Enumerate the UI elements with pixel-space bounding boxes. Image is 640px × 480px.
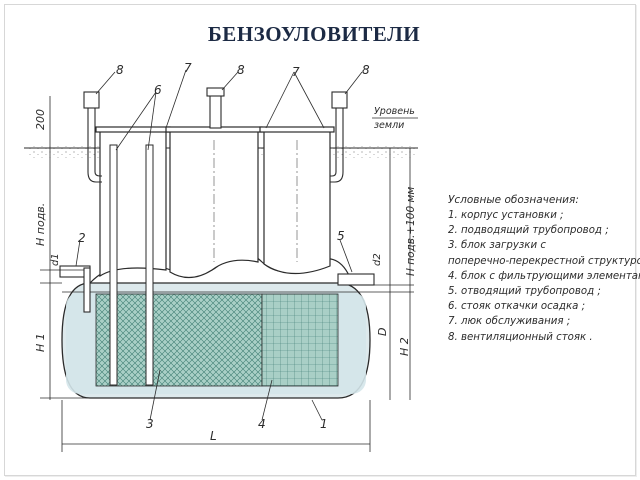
dim-h2: Н 2 [398, 337, 411, 356]
filter-block-3-hatch [95, 293, 263, 387]
callout-1: 1 [320, 417, 328, 431]
leader-lines [75, 69, 418, 421]
dim-h1: Н 1 [34, 333, 47, 352]
callout-3: 3 [146, 417, 154, 431]
legend-item: 5. отводящий трубопровод ; [448, 286, 601, 298]
legend-item: 3. блок загрузки с [448, 240, 546, 252]
ground-label-line2: земли [374, 120, 404, 131]
callout-8a: 8 [116, 63, 124, 77]
callout-7b: 7 [292, 65, 300, 79]
dim-h-pod-100: Н подв.+100 мм [405, 187, 417, 276]
callout-5: 5 [337, 229, 345, 243]
outlet-pipe [337, 273, 375, 286]
callout-6: 6 [154, 83, 162, 97]
slide-frame [4, 4, 636, 476]
legend-item: 2. подводящий трубопровод ; [448, 225, 609, 237]
legend-item: 8. вентиляционный стояк . [448, 331, 593, 343]
legend-item: 4. блок с фильтрующими элементами ; [448, 270, 640, 282]
callout-8b: 8 [237, 63, 245, 77]
callout-8c: 8 [362, 63, 370, 77]
callout-2: 2 [78, 231, 86, 245]
dim-D: D [376, 328, 389, 336]
ground-label-line1: Уровень [374, 106, 415, 117]
ventilation-stacks [83, 87, 348, 183]
dim-h-pod: Н подв. [34, 203, 47, 246]
legend-item: 7. люк обслуживания ; [448, 316, 571, 328]
dim-d1: d1 [50, 253, 61, 266]
dimension-lines [40, 96, 414, 452]
service-hatches [95, 126, 335, 279]
dim-200: 200 [34, 109, 47, 130]
slide-title: БЕНЗОУЛОВИТЕЛИ [207, 22, 421, 46]
legend-list: 1. корпус установки ; 2. подводящий труб… [448, 208, 640, 345]
dim-d2: d2 [372, 253, 383, 266]
legend-item: 6. стояк откачки осадка ; [448, 301, 586, 313]
legend-item: поперечно-перекрестной структурой ; [448, 255, 640, 267]
callout-4: 4 [258, 417, 266, 431]
sludge-standpipes [109, 144, 154, 386]
legend-title: Условные обозначения: [448, 194, 579, 206]
legend-item: 1. корпус установки ; [448, 210, 564, 221]
callout-7a: 7 [184, 61, 192, 75]
filter-block-4-grid [261, 293, 339, 387]
dim-L: L [210, 429, 217, 443]
inlet-pipe [59, 265, 91, 313]
